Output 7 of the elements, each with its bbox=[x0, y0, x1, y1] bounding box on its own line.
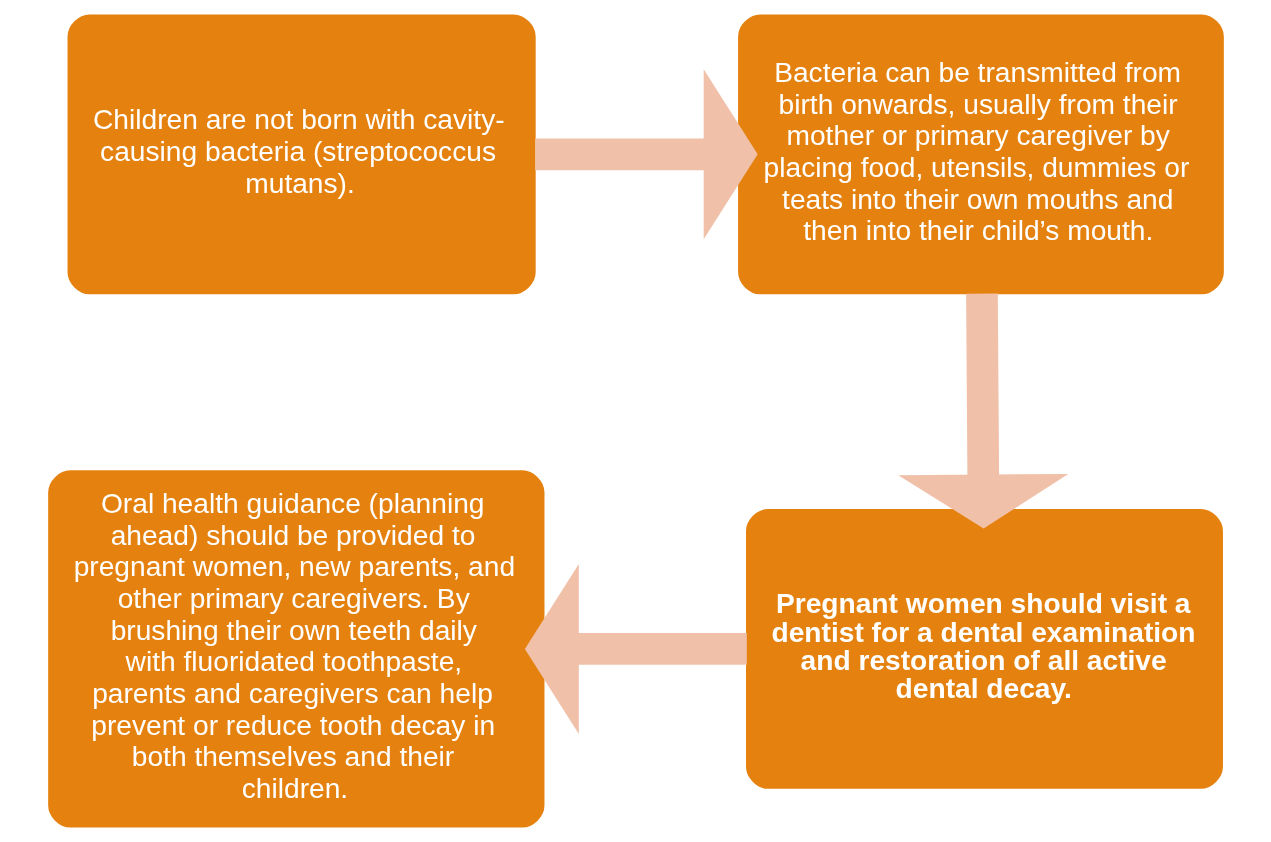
arrow bbox=[897, 293, 1068, 529]
node-box: Children are not born with cavity-causing bacteria (streptococcus mutans). bbox=[67, 14, 536, 295]
arrow bbox=[524, 563, 747, 734]
node-box: Oral health guidance (planning ahead) should be provided to pregnant women, new parents, and other primary caregivers. By brushing their own teeth daily with fluoridated toothpaste, parents and caregivers can help prevent or reduce tooth decay in both themselves and their children. bbox=[47, 470, 544, 828]
node-box: Bacteria can be transmitted from birth onwards, usually from their mother or primary caregiver by placing food, utensils, dummies or teats into their own mouths and then into their child’s mouth. bbox=[737, 14, 1224, 295]
arrow bbox=[534, 69, 758, 240]
node-box: Pregnant women should visit a dentist for a dental examination and restoration of all active dental decay. bbox=[745, 509, 1223, 789]
